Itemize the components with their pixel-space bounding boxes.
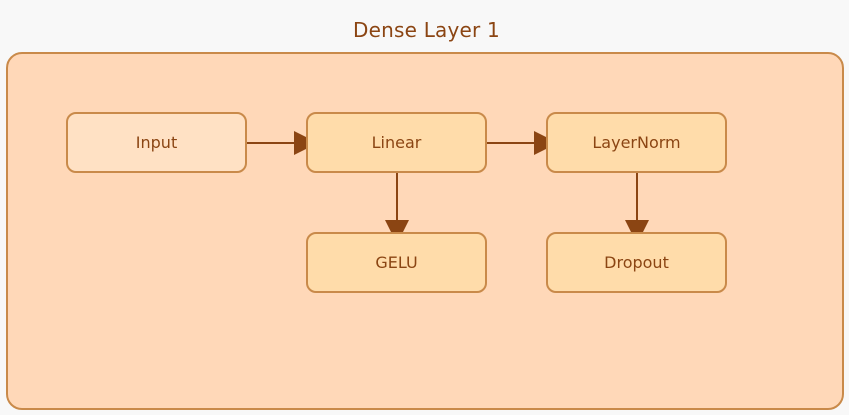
node-gelu-label: GELU (375, 253, 418, 272)
node-gelu[interactable]: GELU (306, 232, 487, 293)
node-linear[interactable]: Linear (306, 112, 487, 173)
node-layernorm[interactable]: LayerNorm (546, 112, 727, 173)
group-container-dense-layer (6, 52, 844, 410)
group-title: Dense Layer 1 (353, 18, 500, 42)
node-input-label: Input (135, 133, 178, 152)
node-dropout[interactable]: Dropout (546, 232, 727, 293)
node-dropout-label: Dropout (604, 253, 669, 272)
node-input[interactable]: Input (66, 112, 247, 173)
node-layernorm-label: LayerNorm (592, 133, 681, 152)
node-linear-label: Linear (371, 133, 422, 152)
